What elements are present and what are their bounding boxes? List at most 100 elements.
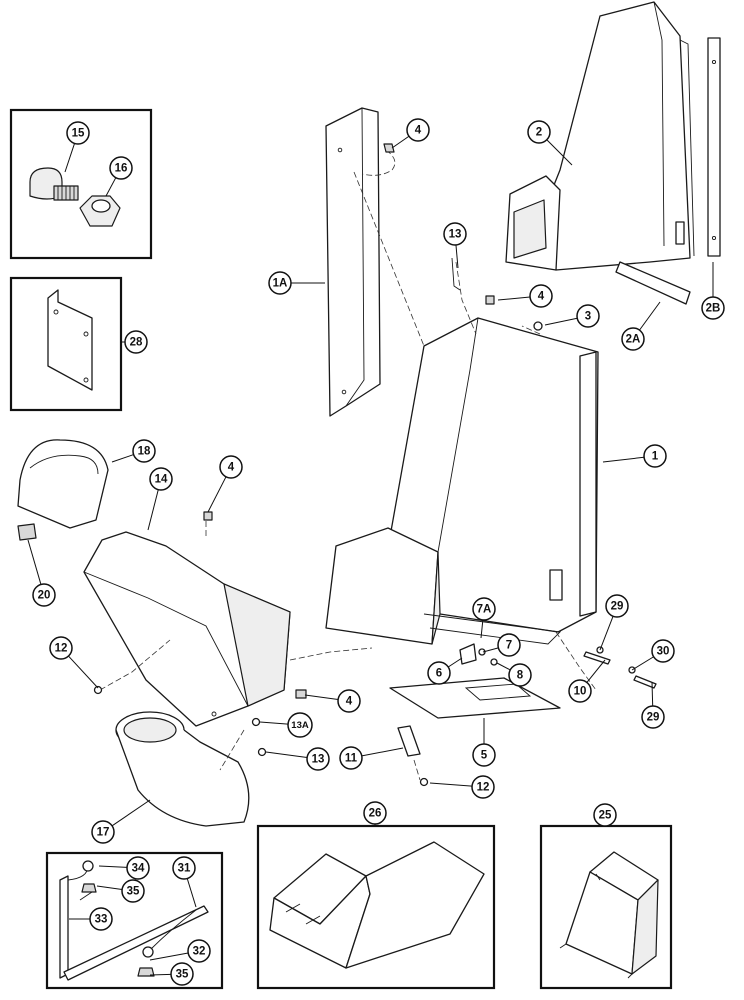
callout-c13b: 13 bbox=[306, 747, 330, 771]
leader-c10 bbox=[586, 659, 606, 683]
leader-c8 bbox=[496, 662, 511, 671]
callout-label: 29 bbox=[611, 601, 624, 613]
callout-label: 10 bbox=[574, 686, 587, 698]
leader-c15 bbox=[64, 143, 75, 173]
callout-label: 4 bbox=[415, 125, 422, 137]
callout-circle bbox=[124, 330, 148, 354]
callout-c29a: 29 bbox=[605, 594, 629, 618]
leader-c35b bbox=[149, 973, 172, 976]
callout-label: 25 bbox=[599, 810, 612, 822]
callout-label: 35 bbox=[176, 969, 189, 981]
leader-c16 bbox=[105, 177, 117, 197]
callout-c4c: 4 bbox=[219, 455, 243, 479]
callout-c35b: 35 bbox=[170, 962, 194, 986]
callout-label: 31 bbox=[178, 863, 191, 875]
callout-label: 8 bbox=[517, 670, 524, 682]
callout-circle bbox=[91, 820, 115, 844]
callout-c6: 6 bbox=[427, 661, 451, 685]
callout-label: 14 bbox=[155, 474, 168, 486]
callout-c32: 32 bbox=[187, 939, 211, 963]
callout-c14: 14 bbox=[149, 467, 173, 491]
callout-c13A: 13A bbox=[287, 712, 313, 738]
part-6-latch bbox=[459, 643, 477, 665]
callout-c7A: 7A bbox=[472, 597, 496, 621]
callout-circle bbox=[109, 156, 133, 180]
callout-label: 6 bbox=[436, 668, 442, 680]
callout-c29b: 29 bbox=[641, 705, 665, 729]
callout-circle bbox=[427, 661, 451, 685]
callout-label: 2A bbox=[626, 334, 641, 346]
callout-circle bbox=[132, 439, 156, 463]
callout-circle bbox=[651, 639, 675, 663]
callout-label: 34 bbox=[132, 863, 145, 875]
leader-c35a bbox=[96, 885, 123, 890]
callout-circle bbox=[527, 120, 551, 144]
callout-label: 7 bbox=[506, 640, 512, 652]
leader-c18 bbox=[111, 454, 134, 463]
callout-label: 30 bbox=[657, 646, 670, 658]
part-2-upper-duct bbox=[505, 1, 695, 271]
callout-circle bbox=[170, 962, 194, 986]
callout-circle bbox=[49, 636, 73, 660]
inset-box-bracket-28 bbox=[9, 276, 123, 412]
leader-c13a bbox=[455, 244, 459, 269]
leader-c20 bbox=[27, 539, 42, 585]
part-17-spout bbox=[115, 711, 250, 827]
callout-c13a: 13 bbox=[443, 222, 467, 246]
leader-c29a bbox=[599, 616, 614, 651]
callout-label: 2 bbox=[536, 127, 542, 139]
callout-label: 33 bbox=[95, 914, 108, 926]
callout-label: 13 bbox=[449, 229, 462, 241]
callout-c3: 3 bbox=[576, 304, 600, 328]
inset-box-hopper-25 bbox=[539, 824, 673, 990]
callout-c4b: 4 bbox=[529, 284, 553, 308]
callout-label: 26 bbox=[369, 808, 382, 820]
callout-c35a: 35 bbox=[121, 879, 145, 903]
leader-c34 bbox=[98, 865, 128, 868]
part-1-main-duct bbox=[325, 317, 599, 645]
callout-label: 2B bbox=[706, 303, 721, 315]
callout-c2: 2 bbox=[527, 120, 551, 144]
callout-c12a: 12 bbox=[49, 636, 73, 660]
part-2A-rod bbox=[615, 261, 691, 305]
part-20-bushing bbox=[17, 523, 37, 541]
leader-c17 bbox=[111, 799, 151, 827]
callout-circle bbox=[472, 743, 496, 767]
callout-c4a: 4 bbox=[406, 118, 430, 142]
leader-c14 bbox=[147, 489, 159, 531]
callout-circle bbox=[268, 271, 292, 295]
callout-c8: 8 bbox=[508, 663, 532, 687]
callout-circle bbox=[568, 679, 592, 703]
leader-c7 bbox=[482, 647, 499, 653]
small-hardware bbox=[93, 143, 657, 787]
leader-c11 bbox=[361, 747, 404, 757]
callout-c5: 5 bbox=[472, 743, 496, 767]
callout-leaders bbox=[27, 135, 714, 976]
callout-c25: 25 bbox=[593, 803, 617, 827]
leader-c12b bbox=[429, 782, 473, 787]
leader-c29b bbox=[651, 681, 654, 707]
callout-c4d: 4 bbox=[337, 689, 361, 713]
callout-label: 1A bbox=[273, 278, 288, 290]
callout-circle bbox=[701, 296, 725, 320]
callout-c7: 7 bbox=[497, 633, 521, 657]
callout-circle bbox=[529, 284, 553, 308]
callout-circle bbox=[497, 633, 521, 657]
callout-circle bbox=[471, 775, 495, 799]
callout-c15: 15 bbox=[66, 121, 90, 145]
part-14-hopper bbox=[83, 531, 291, 727]
callout-c1: 1 bbox=[643, 444, 667, 468]
callout-label: 29 bbox=[647, 712, 660, 724]
leader-c12a bbox=[68, 655, 99, 689]
callout-c34: 34 bbox=[126, 856, 150, 880]
callout-label: 20 bbox=[38, 590, 51, 602]
callout-label: 28 bbox=[130, 337, 143, 349]
callout-circle bbox=[149, 467, 173, 491]
callout-circle bbox=[621, 327, 645, 351]
part-2B-strip bbox=[707, 37, 721, 257]
leader-c4d bbox=[304, 694, 339, 701]
callout-circle bbox=[443, 222, 467, 246]
callout-c20: 20 bbox=[32, 583, 56, 607]
leader-c32 bbox=[149, 952, 189, 961]
